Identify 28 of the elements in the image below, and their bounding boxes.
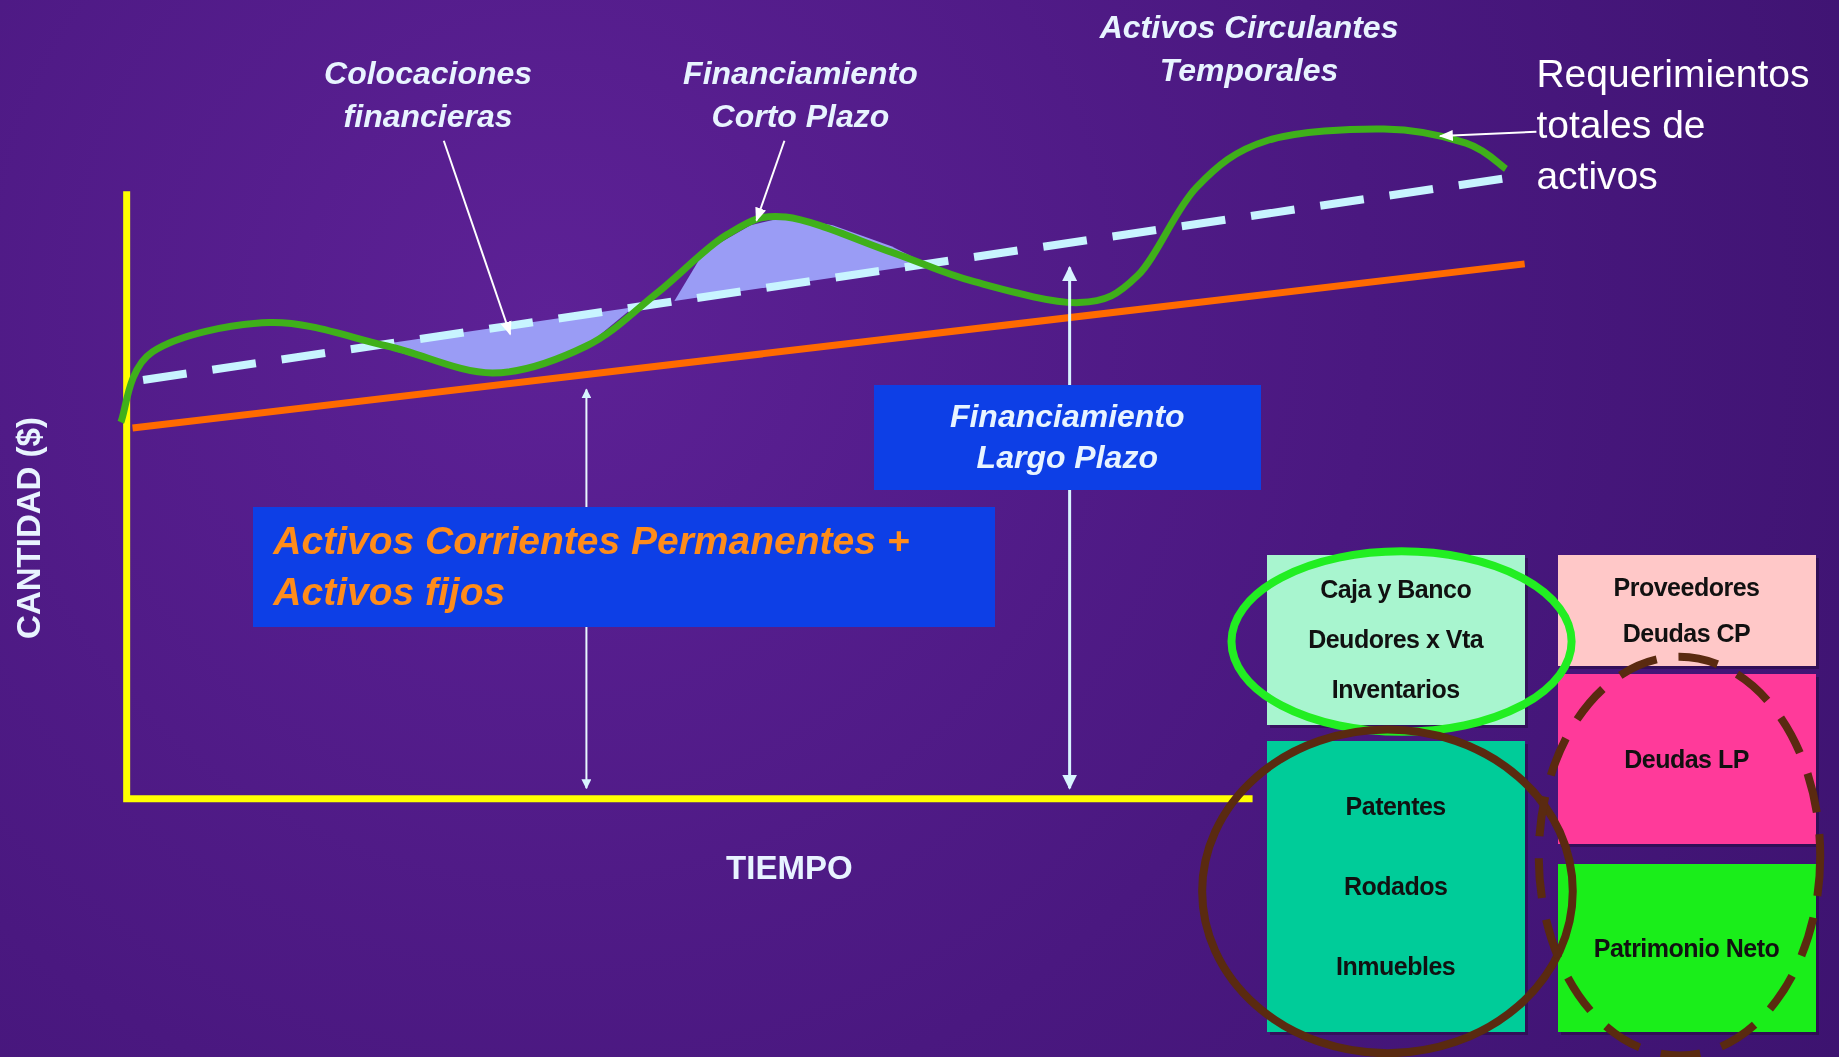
axis-title: TIEMPO	[726, 848, 853, 887]
item-label: Caja y Banco	[1320, 575, 1472, 605]
leader-line	[442, 139, 512, 336]
annotation-text: Colocaciones financieras	[323, 53, 534, 136]
item-label: Patentes	[1345, 792, 1446, 822]
leader-line	[755, 139, 786, 222]
item-label: Deudores x Vta	[1308, 625, 1484, 655]
annotation-text: Requerimientos totales de activos	[1536, 51, 1810, 199]
item-label: Deudas LP	[1624, 744, 1749, 774]
label-box	[873, 384, 1261, 491]
balance-block	[1557, 554, 1816, 667]
item-label: Proveedores	[1613, 572, 1760, 602]
balance-block	[1266, 554, 1525, 725]
box-label: Activos Corrientes Permanentes + Activos fijos	[273, 518, 911, 616]
item-label: Inmuebles	[1336, 952, 1456, 982]
label-box	[253, 506, 995, 628]
balance-block	[1557, 674, 1816, 845]
balance-block	[1557, 864, 1816, 1033]
annotation-text: Activos Circulantes Temporales	[1098, 8, 1400, 91]
leader-line	[1438, 129, 1538, 142]
axis-title: CANTIDAD ($)	[10, 416, 49, 639]
annotation-text: Financiamiento Corto Plazo	[682, 53, 919, 136]
item-label: Rodados	[1343, 872, 1448, 902]
item-label: Inventarios	[1331, 675, 1460, 704]
box-label: Financiamiento Largo Plazo	[948, 396, 1186, 478]
item-label: Deudas CP	[1622, 619, 1751, 649]
item-label: Patrimonio Neto	[1593, 933, 1780, 963]
balance-block	[1266, 741, 1525, 1033]
